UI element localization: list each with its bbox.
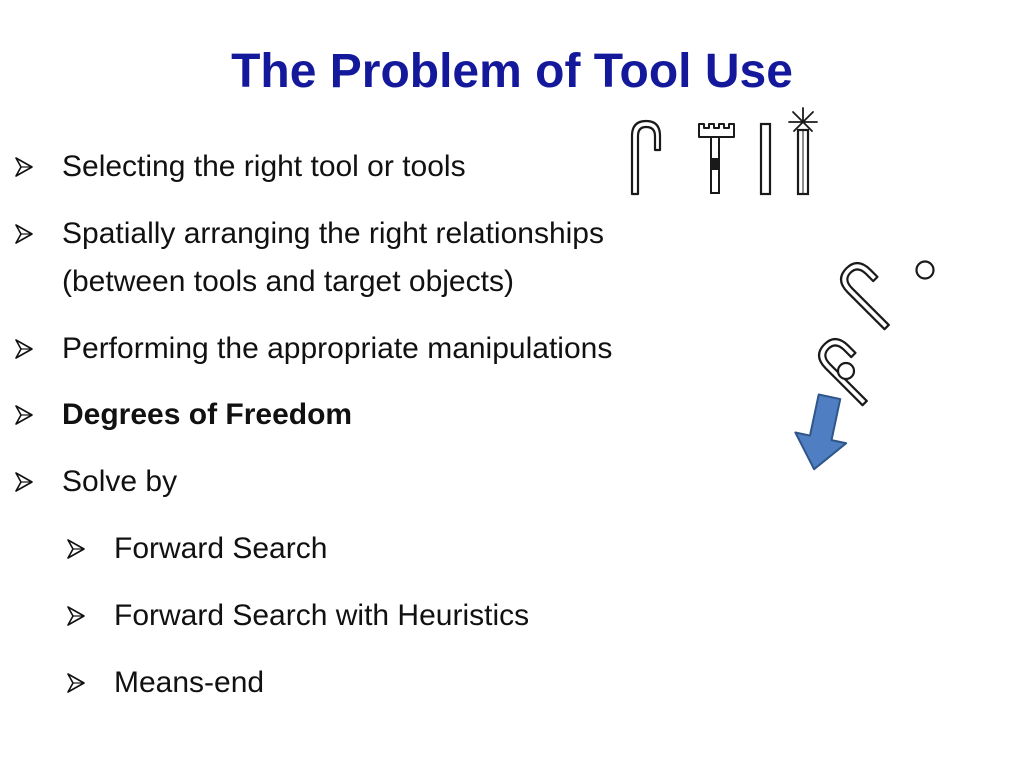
bullet-arrow-icon <box>67 539 85 559</box>
bullet-item-3: Performing the appropriate manipulations <box>62 332 613 365</box>
hook-tool-icon <box>817 337 868 407</box>
bullet-item-5: Solve by <box>62 465 178 498</box>
sub-bullet-item-3: Means-end <box>114 666 265 699</box>
hook-tool-icon <box>839 261 890 331</box>
bullet-item-1: Selecting the right tool or tools <box>62 150 466 183</box>
bullet-arrow-icon <box>15 157 33 177</box>
stick-tool-icon <box>759 122 772 196</box>
slide-title: The Problem of Tool Use <box>231 45 793 98</box>
bullet-arrow-icon <box>15 472 33 492</box>
bullet-arrow-icon <box>67 606 85 626</box>
bullet-item-2: Spatially arranging the right relationsh… <box>62 217 604 250</box>
torch-tool-icon <box>788 107 818 196</box>
bullet-item-4: Degrees of Freedom <box>62 398 353 431</box>
bullet-arrow-icon <box>67 673 85 693</box>
bullet-item-2-continued: (between tools and target objects) <box>62 265 514 298</box>
hook-tool-icon <box>630 119 662 196</box>
target-ring-icon <box>915 260 935 280</box>
target-ring-icon <box>836 361 856 381</box>
bullet-arrow-icon <box>15 224 33 244</box>
bullet-arrow-icon <box>15 339 33 359</box>
sub-bullet-item-1: Forward Search <box>114 532 328 565</box>
bullet-arrow-icon <box>15 405 33 425</box>
down-arrow-icon <box>794 393 848 471</box>
sub-bullet-item-2: Forward Search with Heuristics <box>114 599 530 632</box>
rake-tool-icon <box>698 123 735 194</box>
